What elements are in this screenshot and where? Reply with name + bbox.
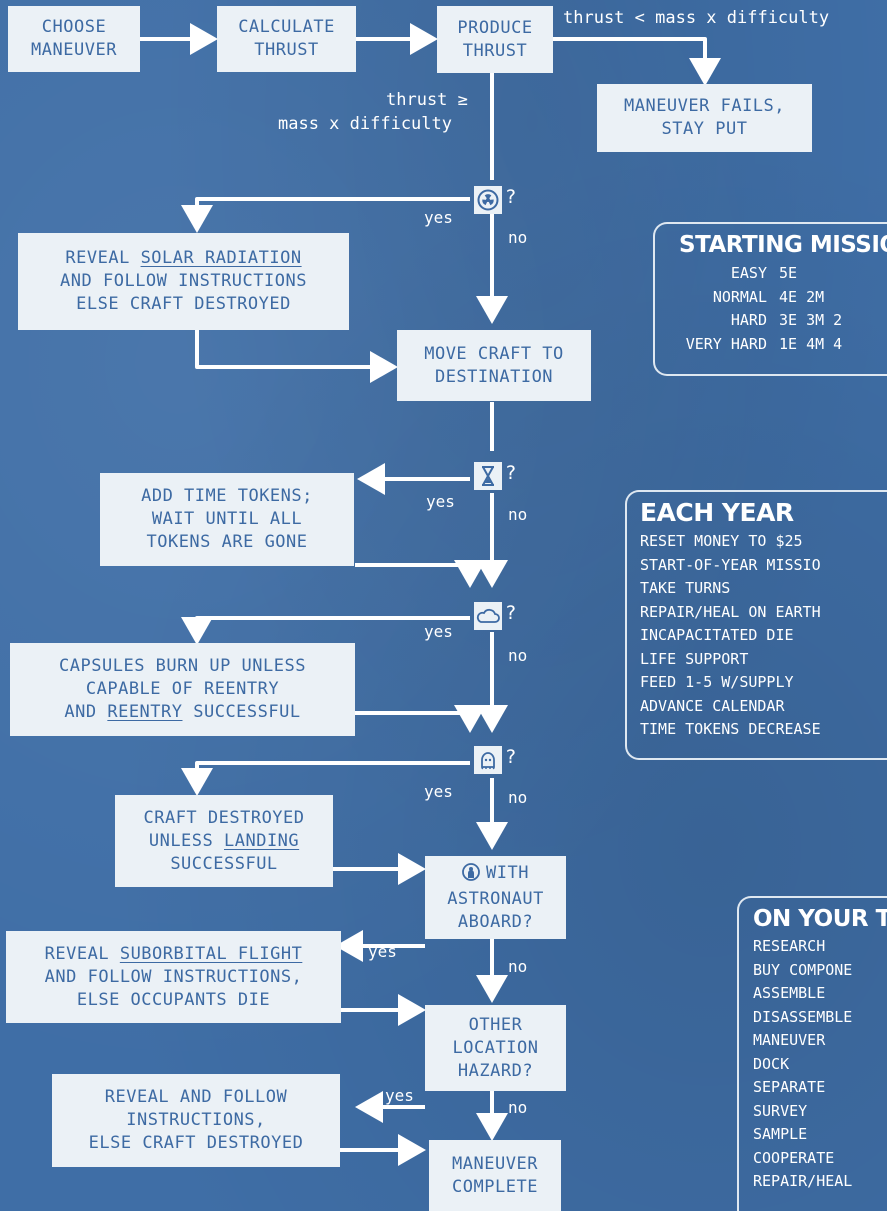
landing-link[interactable]: LANDING <box>224 830 300 851</box>
astronaut-no-label: no <box>508 957 528 976</box>
maneuver-fails-box: MANEUVER FAILS,STAY PUT <box>597 84 812 152</box>
time-no-label: no <box>508 505 528 524</box>
mission-value: 1E 4M 4 <box>779 334 843 353</box>
starting-missions-panel: STARTING MISSIONS EASY 5E NORMAL 4E 2M HAR… <box>653 222 887 376</box>
year-item: RESET MONEY TO $25 <box>640 532 803 550</box>
hazard-yes-label: yes <box>385 1086 414 1105</box>
alien-question-mark: ? <box>505 746 517 768</box>
turn-item: SAMPLE <box>753 1125 808 1143</box>
year-item: START-OF-YEAR MISSIO <box>640 555 821 574</box>
radiation-no-label: no <box>508 228 528 247</box>
time-yes-label: yes <box>426 492 455 511</box>
mission-level: EASY <box>730 264 767 282</box>
hazard-no-label: no <box>508 1098 528 1117</box>
mission-level: VERY HARD <box>685 334 767 353</box>
alien-icon <box>474 746 502 774</box>
turn-item: SEPARATE <box>753 1078 826 1096</box>
solar-radiation-box: REVEAL SOLAR RADIATION AND FOLLOW INSTRU… <box>18 233 349 330</box>
turn-item: DISASSEMBLE <box>753 1007 853 1026</box>
astronaut-aboard-box: WITH ASTRONAUT ABOARD? <box>425 856 566 939</box>
year-item: TAKE TURNS <box>640 579 731 597</box>
mission-level: NORMAL <box>712 287 767 306</box>
thrust-ok-label-1: thrust ≥ <box>386 90 468 110</box>
turn-item: BUY COMPONE <box>753 960 853 979</box>
year-item: ADVANCE CALENDAR <box>640 696 785 715</box>
year-item: FEED 1-5 W/SUPPLY <box>640 673 794 691</box>
hourglass-icon <box>474 462 502 490</box>
cloud-icon <box>474 602 502 630</box>
year-item: INCAPACITATED DIE <box>640 626 794 644</box>
landing-no-label: no <box>508 788 528 807</box>
solar-radiation-link[interactable]: SOLAR RADIATION <box>140 248 302 268</box>
radiation-icon <box>474 186 502 214</box>
radiation-question-mark: ? <box>505 186 517 208</box>
turn-item: DOCK <box>753 1054 790 1073</box>
starting-missions-title: STARTING MISSIONS <box>679 232 887 258</box>
turn-item: SURVEY <box>753 1101 808 1120</box>
each-year-panel: EACH YEAR RESET MONEY TO $25 START-OF-YE… <box>625 490 887 760</box>
thrust-ok-label-2: mass x difficulty <box>278 114 452 134</box>
reentry-yes-label: yes <box>424 622 453 641</box>
mission-value: 3E 3M 2 <box>779 311 843 329</box>
fail-condition-label: thrust < mass x difficulty <box>563 8 830 28</box>
landing-yes-label: yes <box>424 782 453 801</box>
year-item: TIME TOKENS DECREASE <box>640 720 821 738</box>
turn-item: RESEARCH <box>753 937 826 955</box>
capsules-box: CAPSULES BURN UP UNLESS CAPABLE OF REENT… <box>10 643 355 736</box>
on-your-turn-title: ON YOUR TUR <box>753 906 887 932</box>
turn-item: COOPERATE <box>753 1148 835 1167</box>
turn-item: REPAIR/HEAL <box>753 1172 853 1190</box>
each-year-title: EACH YEAR <box>640 498 794 527</box>
turn-item: ASSEMBLE <box>753 984 826 1002</box>
suborbital-flight-link[interactable]: SUBORBITAL FLIGHT <box>119 943 303 964</box>
reentry-no-label: no <box>508 646 528 665</box>
reentry-link[interactable]: REENTRY <box>107 702 183 722</box>
year-item: LIFE SUPPORT <box>640 649 749 668</box>
on-your-turn-panel: ON YOUR TUR RESEARCH BUY COMPONE ASSEMBL… <box>737 896 887 1211</box>
turn-item: MANEUVER <box>753 1031 826 1049</box>
mission-level: HARD <box>730 311 767 329</box>
year-item: REPAIR/HEAL ON EARTH <box>640 602 821 621</box>
craft-destroyed-box: CRAFT DESTROYED UNLESS LANDING SUCCESSFU… <box>115 795 333 887</box>
mission-value: 4E 2M <box>779 287 825 306</box>
astronaut-icon <box>462 862 480 888</box>
cloud-question-mark: ? <box>505 602 517 624</box>
hourglass-question-mark: ? <box>505 462 517 484</box>
mission-value: 5E <box>779 264 798 282</box>
suborbital-box: REVEAL SUBORBITAL FLIGHT AND FOLLOW INST… <box>6 931 341 1023</box>
radiation-yes-label: yes <box>424 208 453 227</box>
astronaut-yes-label: yes <box>368 942 397 961</box>
